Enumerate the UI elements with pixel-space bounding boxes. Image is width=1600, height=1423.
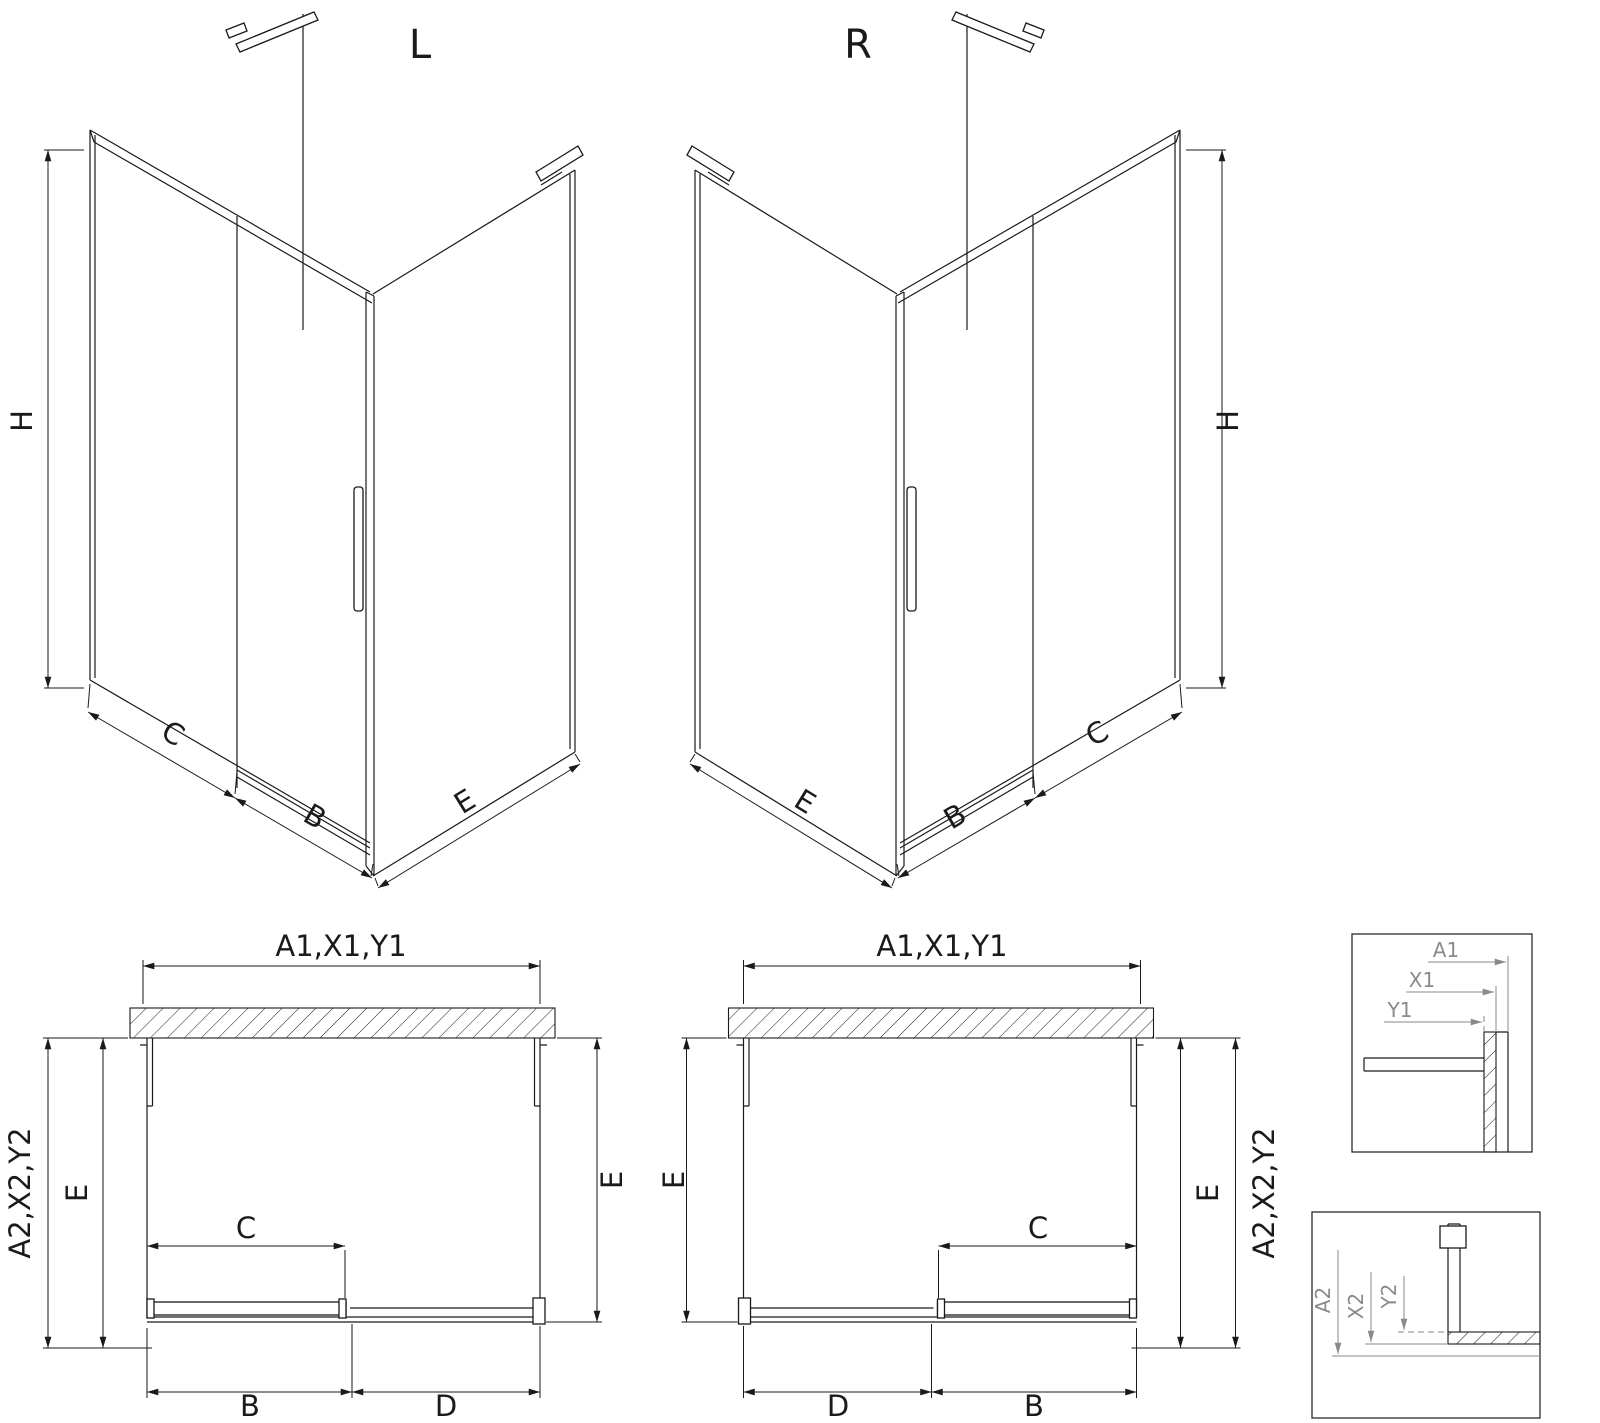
detail-top-label-a1: A1 — [1433, 938, 1459, 962]
detail-view-bottom: A2 X2 Y2 — [1311, 1211, 1541, 1419]
variant-label-right: R — [844, 22, 872, 68]
plan-dim-extension-lines — [43, 960, 602, 1398]
iso-left-dim-e: E — [448, 782, 481, 821]
plan-right-dim-b: B — [1024, 1389, 1044, 1423]
iso-enclosure-geometry-right-mirrored — [687, 12, 1226, 888]
door-end-cap-left — [146, 1298, 155, 1319]
detail-bottom-frame — [1311, 1211, 1541, 1419]
wall-section-hatched-left-plan — [129, 1007, 556, 1039]
door-end-cap-right — [338, 1298, 347, 1319]
detail-top-ref-lines — [1495, 956, 1509, 1032]
iso-dim-line-e — [377, 763, 581, 889]
plan-right-dim-e-right: E — [1191, 1184, 1225, 1202]
plan-left-dim-outer: A2,X2,Y2 — [3, 1127, 37, 1258]
plan-left-dim-top: A1,X1,Y1 — [275, 929, 406, 963]
variant-label-left: L — [409, 22, 432, 68]
wall-clamp — [535, 145, 584, 182]
detail-bottom-label-y2: Y2 — [1377, 1284, 1401, 1310]
wall-section-hatched-right-plan — [727, 1007, 1155, 1039]
detail-top-frame — [1351, 933, 1533, 1153]
plan-left-dim-d: D — [435, 1389, 457, 1423]
plan-left-dim-e-right: E — [595, 1171, 629, 1189]
plan-enclosure-geometry-left — [43, 960, 602, 1398]
iso-dim-line-c — [87, 711, 236, 799]
plan-left-dim-c: C — [236, 1211, 256, 1245]
iso-left-dim-c: C — [156, 714, 191, 754]
detail-view-top: A1 X1 Y1 — [1351, 933, 1533, 1153]
detail-top-label-y1: Y1 — [1387, 998, 1413, 1022]
iso-left-dim-h: H — [5, 410, 39, 432]
iso-enclosure-geometry-left — [44, 11, 584, 889]
sliding-door-panel — [149, 1301, 347, 1316]
plan-structure-lines — [140, 1038, 547, 1323]
iso-right-dim-e: E — [789, 782, 822, 821]
plan-right-dim-c: C — [1028, 1211, 1048, 1245]
iso-right-dim-c: C — [1080, 714, 1115, 754]
corner-profile-block — [532, 1297, 546, 1325]
plan-right-dim-e-left: E — [657, 1171, 691, 1189]
detail-top-glass-section — [1483, 1031, 1497, 1153]
plan-left-dim-b: B — [240, 1389, 260, 1423]
ceiling-support-foot — [225, 22, 248, 39]
plan-right-dim-top: A1,X1,Y1 — [876, 929, 1007, 963]
iso-dim-line-b — [234, 797, 373, 879]
detail-top-label-x1: X1 — [1409, 968, 1435, 992]
plan-right-dim-d: D — [827, 1389, 849, 1423]
door-handle — [353, 486, 364, 612]
iso-dim-extension-lines — [44, 149, 581, 887]
detail-top-profile — [1363, 1031, 1509, 1152]
detail-bottom-ref-lines — [1332, 1343, 1540, 1357]
iso-right-dim-h: H — [1211, 410, 1245, 432]
detail-bottom-label-a2: A2 — [1311, 1287, 1335, 1313]
detail-bottom-glass-section — [1447, 1331, 1541, 1345]
plan-right-dim-outer: A2,X2,Y2 — [1247, 1127, 1281, 1258]
ceiling-support-bar — [235, 11, 319, 53]
plan-left-dim-e-left: E — [60, 1184, 94, 1202]
detail-bottom-label-x2: X2 — [1344, 1293, 1368, 1319]
detail-bottom-clamp-block — [1439, 1225, 1467, 1249]
